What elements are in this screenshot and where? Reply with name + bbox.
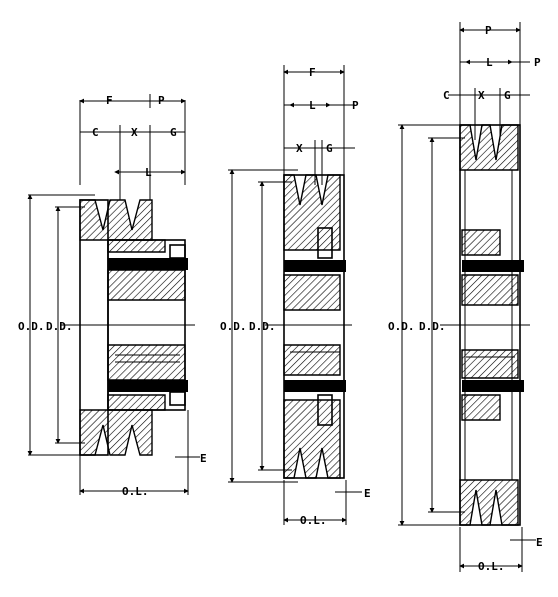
pulley-left-label-g: G [170, 126, 177, 139]
pulley-right-label-x: X [478, 89, 485, 102]
pulley-right-diameter-dimensions [398, 124, 470, 526]
pulley-right-label-p: P [534, 56, 541, 69]
pulley-middle-label-p: P [352, 99, 359, 112]
pulley-middle-body [265, 174, 352, 479]
pulley-left-diameter-dimensions [27, 194, 95, 456]
pulley-middle-diameter-dimensions [228, 169, 298, 483]
pulley-left-label-e: E [200, 452, 207, 465]
pulley-right-label-dd: D.D. [419, 320, 446, 333]
pulley-left-top-dimensions [79, 94, 186, 200]
pulley-left: F P C X G L [18, 94, 207, 498]
pulley-middle-label-ol: O.L. [300, 514, 327, 527]
pulley-middle-top-dimensions [283, 65, 355, 185]
pulley-middle-label-f: F [309, 66, 316, 79]
pulley-left-label-p: P [158, 94, 165, 107]
pulley-left-label-od: O.D. [18, 320, 45, 333]
pulley-left-label-dd: D.D. [46, 320, 73, 333]
pulley-right-label-ol: O.L. [478, 560, 505, 573]
pulley-right-ol-dimension [459, 527, 536, 572]
pulley-left-label-x: X [131, 126, 138, 139]
pulley-middle-ol-dimension [283, 480, 362, 525]
pulley-middle-label-e: E [364, 487, 371, 500]
pulley-middle: F L P X G O.D. D.D. [220, 65, 371, 527]
pulley-right: P L P C X G O.D [388, 22, 543, 573]
pulley-left-body [60, 199, 195, 456]
pulley-right-label-l: L [486, 56, 493, 69]
pulley-left-label-f: F [106, 94, 113, 107]
pulley-middle-label-l: L [309, 99, 316, 112]
pulley-right-label-p-top: P [485, 24, 492, 37]
pulley-middle-label-od: O.D. [220, 320, 247, 333]
pulley-right-body [440, 124, 530, 526]
pulley-middle-label-x: X [296, 142, 303, 155]
pulley-left-label-l: L [145, 166, 152, 179]
pulley-right-label-e: E [536, 536, 543, 549]
pulley-right-label-od: O.D. [388, 320, 415, 333]
pulley-right-label-g: G [504, 89, 511, 102]
pulley-middle-label-dd: D.D. [249, 320, 276, 333]
pulley-right-label-c: C [443, 89, 450, 102]
pulley-left-ol-dimension [79, 410, 200, 495]
pulley-middle-label-g: G [326, 142, 333, 155]
pulley-left-label-ol: O.L. [122, 485, 149, 498]
pulley-right-top-dimensions [448, 22, 530, 140]
pulley-left-label-c: C [92, 126, 99, 139]
